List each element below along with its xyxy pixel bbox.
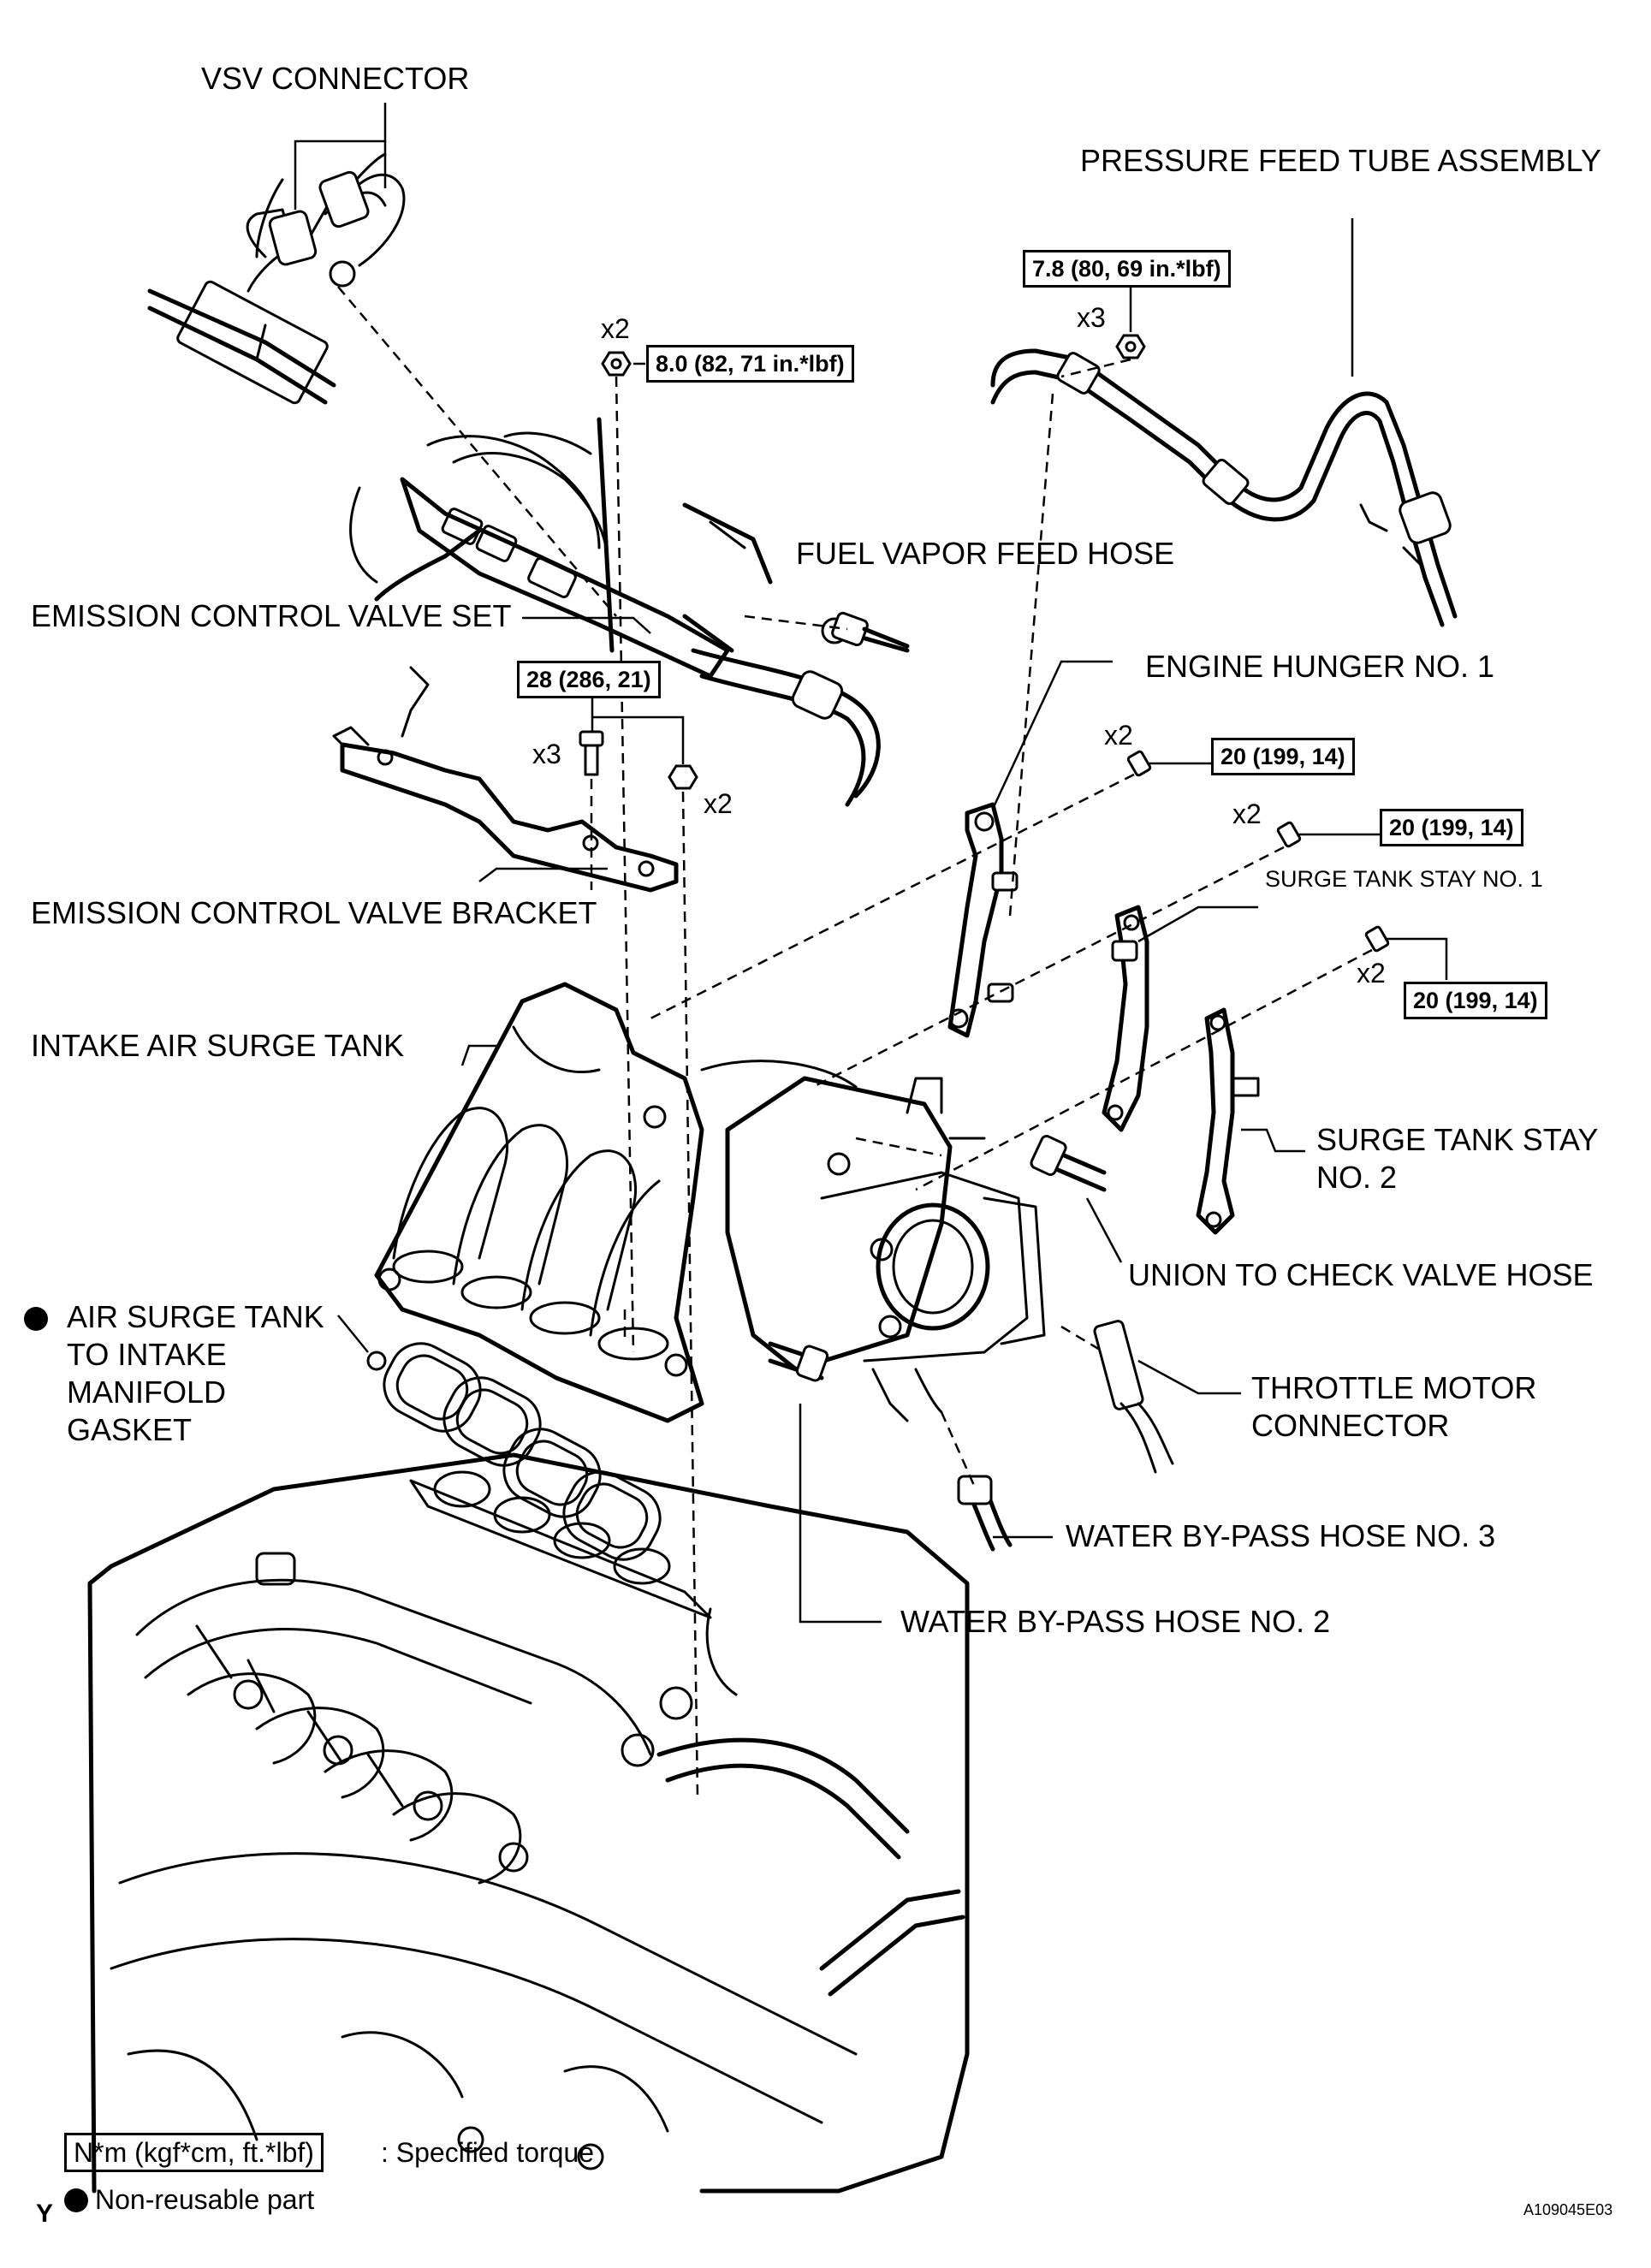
torque-stay2-bolt: 20 (199, 14) [1404,982,1547,1019]
alignment-lines [337,286,1373,1798]
torque-valve-set-nut: 8.0 (82, 71 in.*lbf) [646,345,854,383]
qty-hunger-bolt: x2 [1104,720,1133,751]
surge-tank-stay-2-label: SURGE TANK STAY NO. 2 [1316,1122,1599,1195]
legend-nonreusable-text: Non-reusable part [95,2184,315,2215]
throttle-body-drawing [725,1076,1046,1422]
fasteners-drawing [579,334,1390,953]
torque-pressure-feed-nut: 7.8 (80, 69 in.*lbf) [1023,250,1231,288]
torque-hunger-bolt: 20 (199, 14) [1211,738,1355,775]
water-bypass-hose-2-label: WATER BY-PASS HOSE NO. 2 [900,1604,1331,1639]
surge-tank-stay-2-drawing [1196,1007,1260,1235]
emission-valve-set-drawing [147,152,910,807]
torque-bracket-bolt: 28 (286, 21) [517,661,661,698]
qty-pressure-feed-nut: x3 [1077,302,1106,333]
qty-bracket-nut: x2 [704,788,733,819]
surge-tank-stay-1-drawing [1102,905,1149,1132]
qty-stay2-bolt: x2 [1357,958,1386,989]
throttle-motor-connector-label: THROTTLE MOTOR CONNECTOR [1251,1370,1537,1443]
water-bypass-hose-3-label: WATER BY-PASS HOSE NO. 3 [1066,1518,1496,1553]
surge-tank-drawing [374,982,858,1423]
vsv-connector-label: VSV CONNECTOR [201,61,470,96]
engine-hunger-label: ENGINE HUNGER NO. 1 [1145,649,1495,684]
vsv-connector-drawing [255,170,406,288]
engine-block-drawing [87,1452,970,2194]
pressure-feed-tube-drawing [990,348,1458,627]
pressure-feed-tube-label: PRESSURE FEED TUBE ASSEMBLY [1080,143,1601,178]
gasket-label: AIR SURGE TANK TO INTAKE MANIFOLD GASKET [67,1299,324,1447]
legend-nonreusable: Non-reusable part [64,2182,314,2217]
corner-mark: Y [36,2200,54,2228]
legend-torque-text: : Specified torque [381,2137,595,2168]
fuel-vapor-feed-hose-label: FUEL VAPOR FEED HOSE [796,536,1175,571]
qty-bracket-bolt: x3 [532,739,561,769]
legend-torque-box: N*m (kgf*cm, ft.*lbf) [64,2133,324,2172]
gasket-drawing [366,1342,662,1561]
figure-id: A109045E03 [1523,2201,1613,2218]
qty-stay1-bolt: x2 [1232,799,1262,829]
surge-tank-stay-1-label: SURGE TANK STAY NO. 1 [1265,866,1543,892]
fuel-vapor-hose-drawing [831,611,910,649]
intake-air-surge-tank-label: INTAKE AIR SURGE TANK [31,1028,405,1063]
throttle-hoses-drawing [768,1135,1174,1552]
qty-valve-set-nut: x2 [601,313,630,344]
leader-lines [294,103,1448,1624]
emission-control-valve-bracket-label: EMISSION CONTROL VALVE BRACKET [31,895,597,930]
torque-stay1-bolt: 20 (199, 14) [1380,809,1523,846]
legend-nonreusable-dot-icon [64,2188,88,2212]
emission-control-valve-set-label: EMISSION CONTROL VALVE SET [31,598,512,633]
union-check-valve-hose-label: UNION TO CHECK VALVE HOSE [1128,1257,1594,1292]
nonreusable-dot-icon [24,1307,48,1331]
